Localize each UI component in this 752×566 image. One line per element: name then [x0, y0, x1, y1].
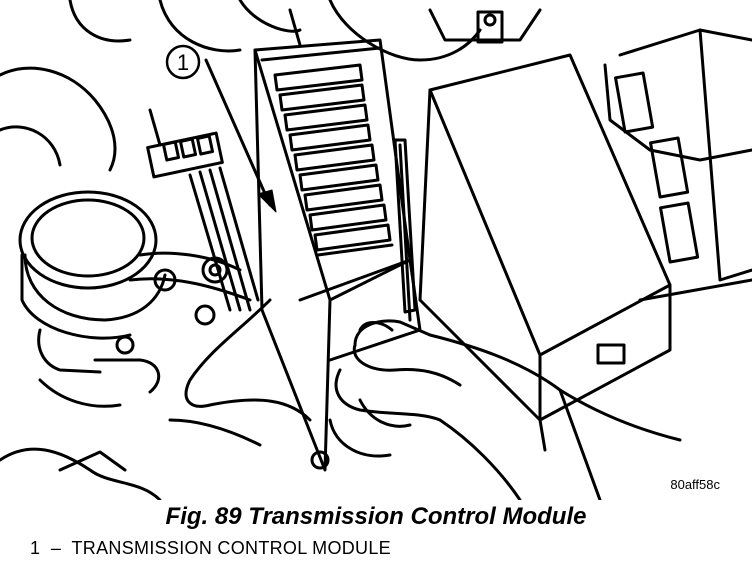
relay-center — [603, 28, 752, 302]
legend-text: TRANSMISSION CONTROL MODULE — [71, 538, 391, 558]
callout: 1 — [165, 44, 277, 213]
engine-bay-illustration: 1 — [0, 0, 752, 500]
background-outlines — [0, 0, 482, 500]
callout-circle — [165, 44, 201, 80]
hand — [328, 319, 682, 500]
callout-number: 1 — [177, 50, 189, 75]
callout-arrowhead — [257, 189, 277, 213]
legend-item: 1 – TRANSMISSION CONTROL MODULE — [30, 538, 391, 559]
transmission-control-module — [253, 38, 422, 472]
throttle-body — [18, 190, 252, 408]
top-sensor — [428, 8, 542, 44]
image-code: 80aff58c — [670, 477, 720, 492]
mounting-bracket — [393, 138, 417, 322]
callout-arrow — [204, 58, 272, 207]
legend-dash: – — [50, 538, 62, 558]
fuse-box — [418, 53, 672, 452]
wire-harness — [146, 108, 312, 422]
figure-caption: Fig. 89 Transmission Control Module — [165, 503, 587, 530]
legend-number: 1 — [30, 538, 41, 558]
